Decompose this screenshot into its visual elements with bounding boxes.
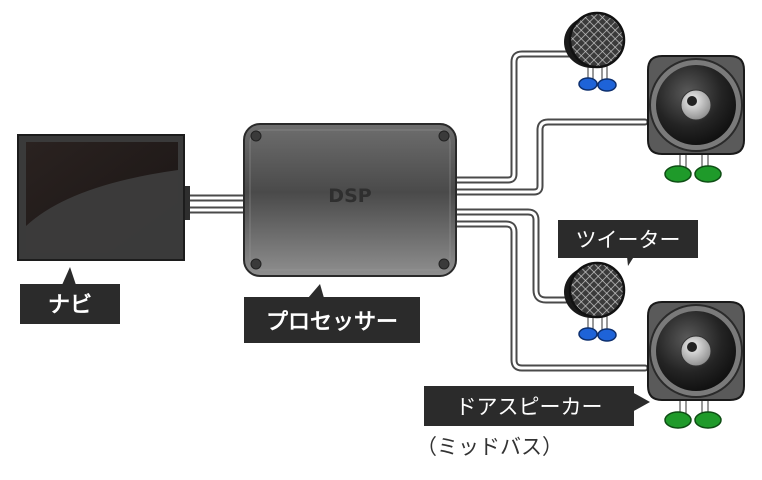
navi-label-text: ナビ [48,293,92,318]
tweeter-speaker-icon [564,11,626,92]
processor-label: プロセッサー [244,284,420,343]
tweeter-speaker-icon [564,261,626,342]
wire-to-lower-woofer [452,220,649,372]
wire-to-lower-tweeter [452,208,576,304]
door-speaker-label-text: ドアスピーカー [456,395,603,419]
navi-label: ナビ [20,267,120,324]
door-speaker-woofer-icon [647,55,745,183]
door-speaker-label: ドアスピーカー [424,386,650,426]
navi-to-dsp-wire [179,194,249,214]
midbass-label: （ミッドバス） [416,435,563,459]
wires [179,50,649,372]
car-navigation-monitor-icon [17,134,190,261]
door-speaker-woofer-icon [647,301,745,429]
wire-to-upper-tweeter [452,50,576,184]
tweeter-label: ツイーター [558,220,698,266]
wire-to-upper-woofer [452,118,649,196]
processor-label-text: プロセッサー [266,310,398,335]
dsp-processor-box-icon: DSP [243,123,457,277]
dsp-text: DSP [328,185,371,207]
tweeter-label-text: ツイーター [576,228,681,252]
